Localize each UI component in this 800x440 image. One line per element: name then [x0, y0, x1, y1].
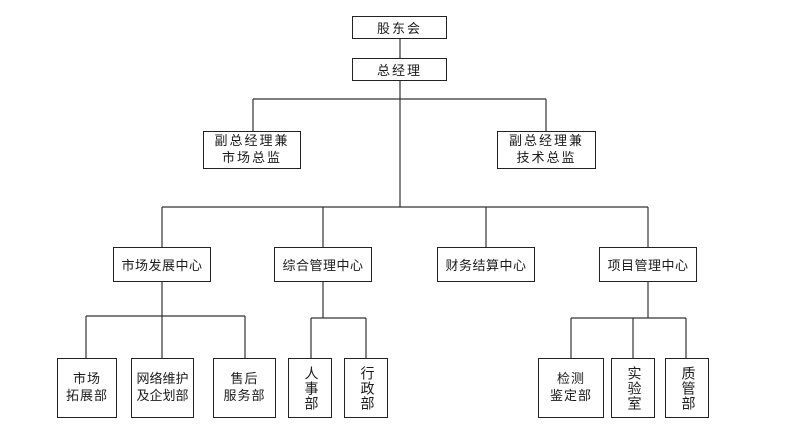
node-admin-dept: 行政部	[344, 358, 388, 418]
node-label-line: 售后	[230, 372, 259, 387]
node-laboratory: 实验室	[611, 358, 655, 418]
node-label-line: 及企划部	[136, 389, 189, 404]
node-vp-market: 副总经理兼 市场总监	[203, 131, 301, 169]
node-label-line: 市场	[72, 372, 101, 387]
node-label: 财务结算中心	[445, 259, 527, 274]
node-label-line: 网络维护	[136, 372, 189, 387]
node-label: 行政部	[358, 365, 375, 411]
node-label-line: 服务部	[223, 389, 266, 404]
node-hr-dept: 人事部	[288, 358, 332, 418]
node-quality-dept: 质管部	[665, 358, 709, 418]
node-general-management-center: 综合管理中心	[274, 247, 372, 282]
node-general-manager: 总经理	[352, 58, 447, 81]
node-label: 实验室	[625, 365, 642, 411]
node-label-line: 鉴定部	[549, 389, 592, 404]
node-market-expansion-dept: 市场 拓展部	[57, 358, 117, 418]
node-label-line: 市场总监	[221, 151, 282, 166]
node-market-development-center: 市场发展中心	[113, 247, 211, 282]
node-label-line: 拓展部	[65, 389, 108, 404]
node-inspection-dept: 检测 鉴定部	[538, 358, 604, 418]
node-label: 质管部	[679, 365, 696, 411]
node-after-sales-dept: 售后 服务部	[213, 358, 276, 418]
node-label-line: 技术总监	[516, 151, 577, 166]
node-label: 市场发展中心	[121, 259, 203, 274]
node-vp-tech: 副总经理兼 技术总监	[497, 131, 596, 169]
node-label: 总经理	[376, 64, 422, 79]
node-label: 人事部	[302, 365, 319, 411]
node-network-dept: 网络维护 及企划部	[131, 358, 194, 418]
node-label-line: 检测	[556, 372, 585, 387]
node-finance-center: 财务结算中心	[437, 247, 535, 282]
node-project-management-center: 项目管理中心	[599, 247, 697, 282]
node-label: 股东会	[376, 22, 422, 37]
node-label-line: 副总经理兼	[508, 134, 584, 149]
node-shareholders: 股东会	[352, 16, 447, 39]
node-label: 项目管理中心	[607, 259, 689, 274]
node-label: 综合管理中心	[282, 259, 364, 274]
node-label-line: 副总经理兼	[214, 134, 290, 149]
